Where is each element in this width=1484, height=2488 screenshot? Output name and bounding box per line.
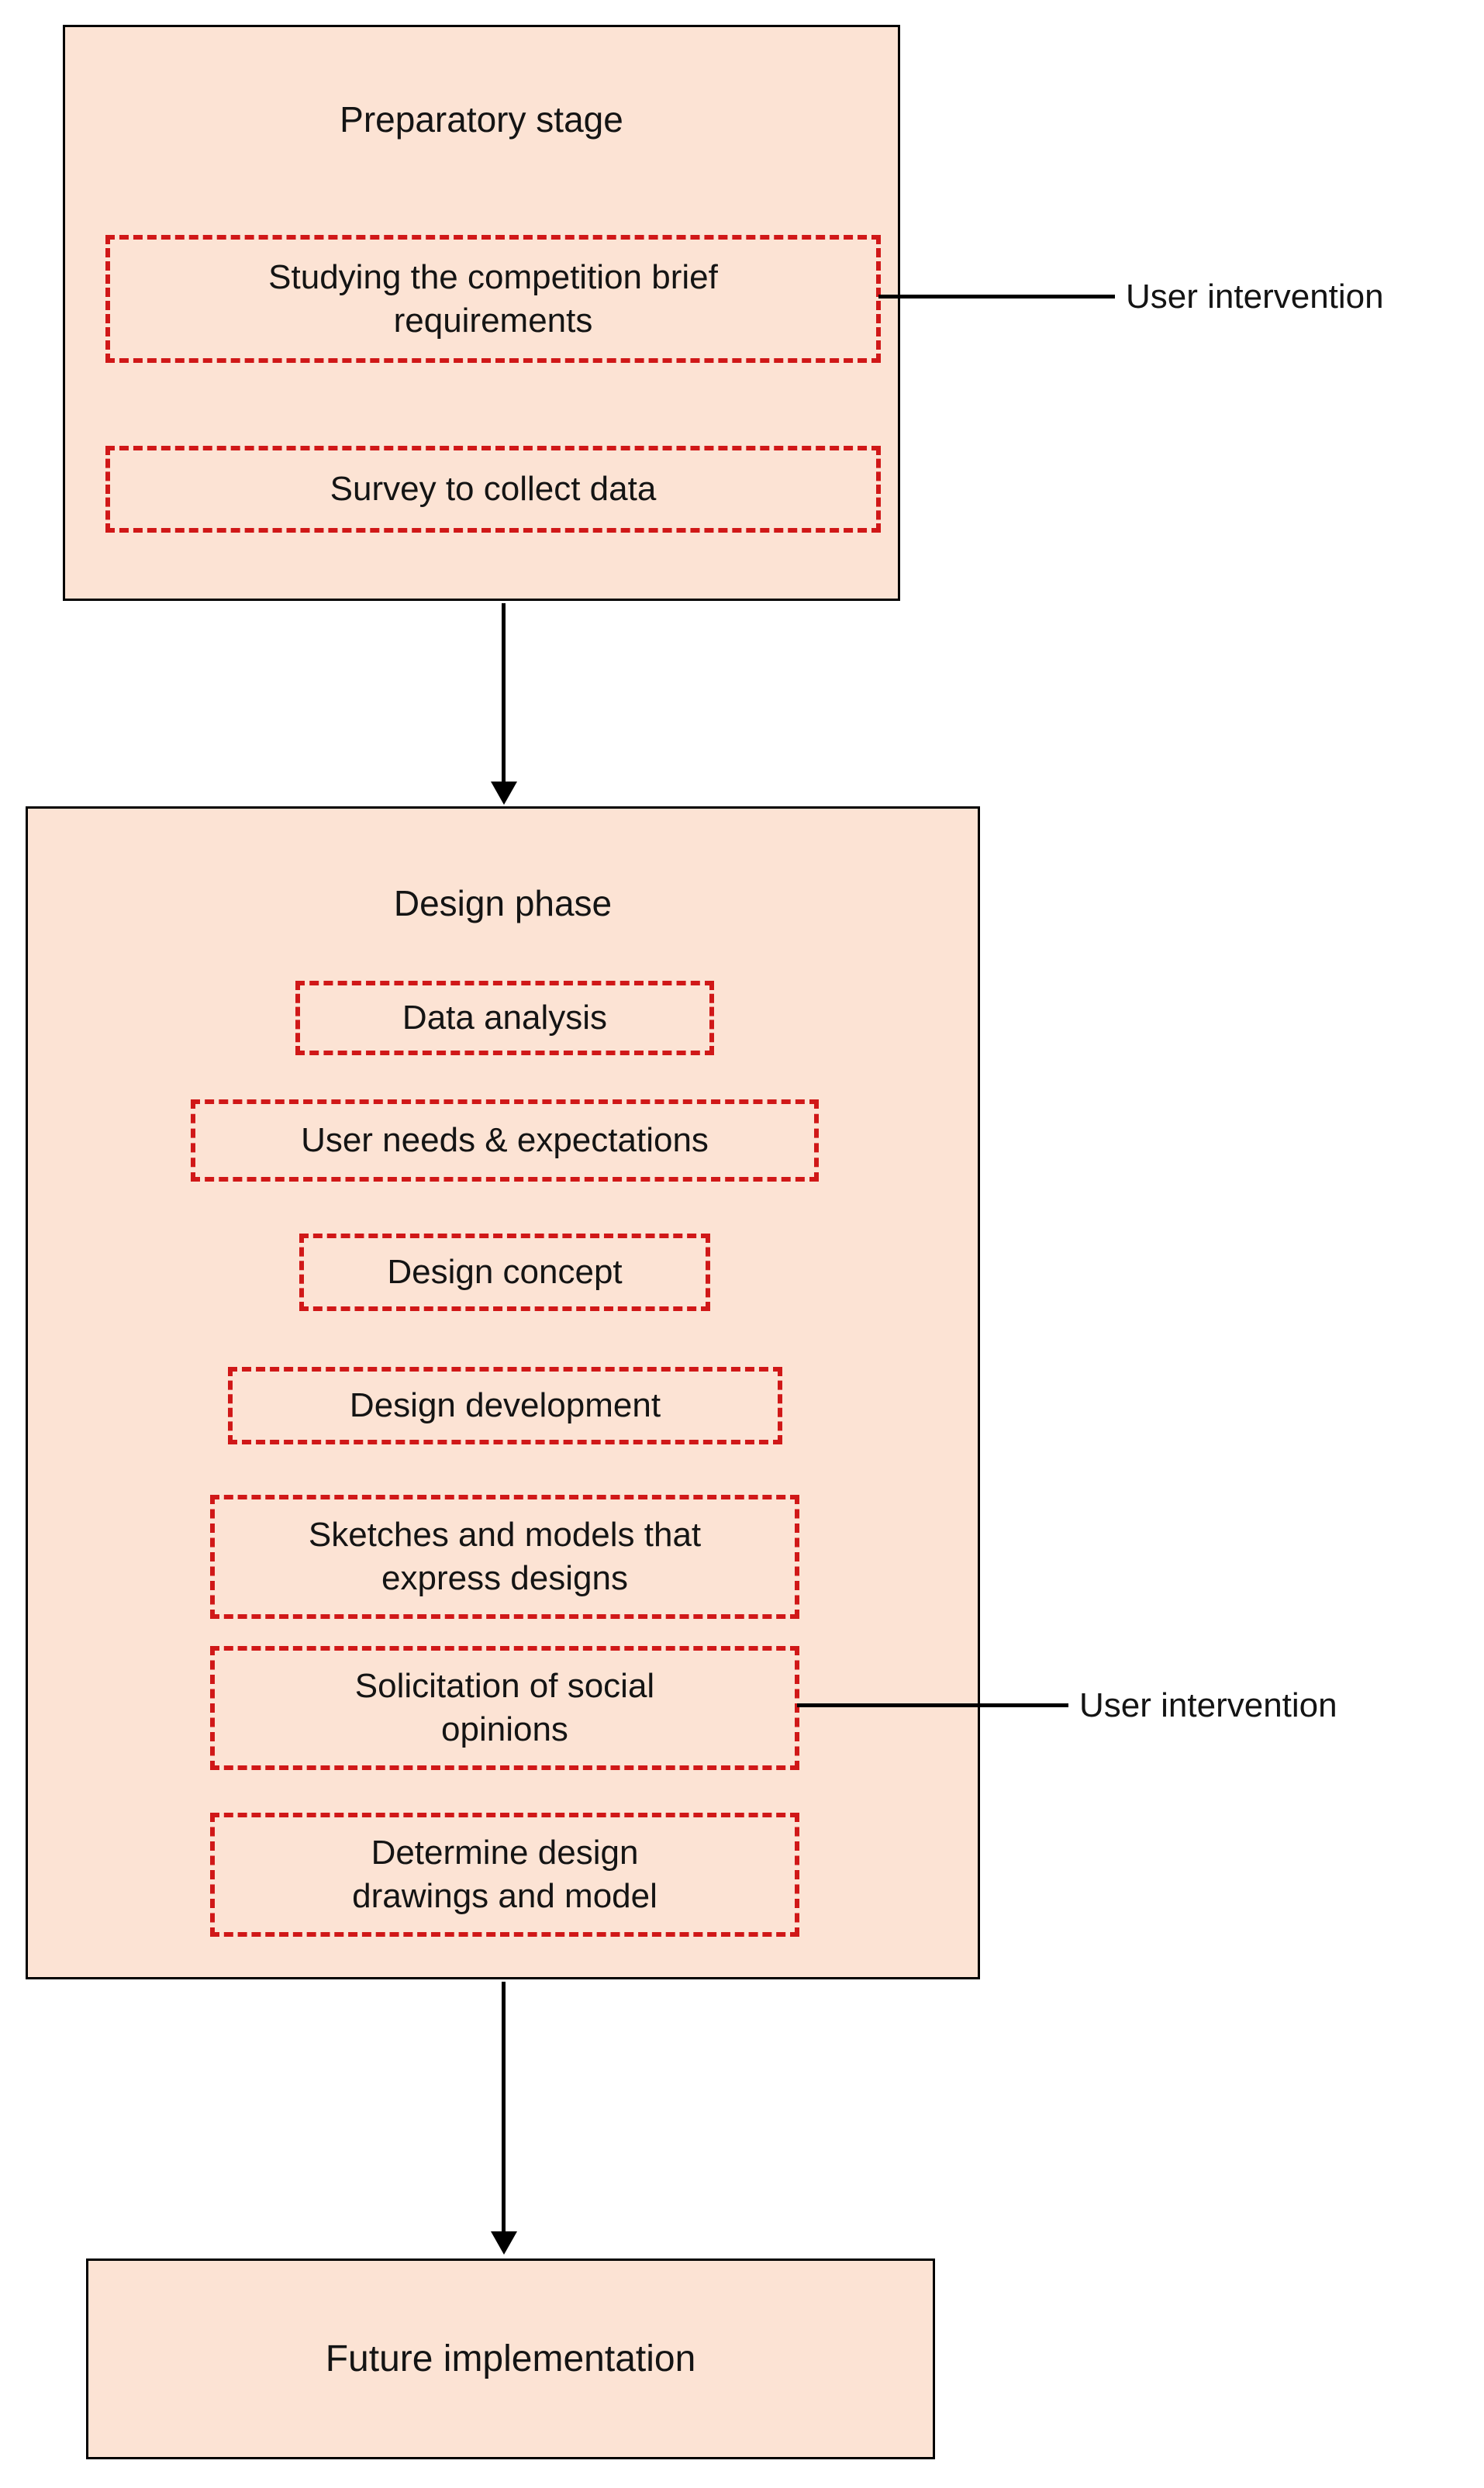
dashed-item-data-analysis: Data analysis: [295, 981, 714, 1055]
dashed-item-label: Studying the competition brief requireme…: [268, 257, 718, 340]
user-intervention-label-bottom: User intervention: [1079, 1686, 1337, 1724]
user-intervention-label-top: User intervention: [1126, 278, 1384, 316]
arrowhead-down-icon: [491, 2231, 517, 2255]
dashed-item-label: Survey to collect data: [330, 470, 657, 508]
dashed-item-sketches-models: Sketches and models that express designs: [210, 1495, 799, 1619]
stage-box-preparatory: Preparatory stage Studying the competiti…: [63, 25, 900, 601]
dashed-item-user-needs: User needs & expectations: [191, 1099, 819, 1182]
dashed-item-label: Design concept: [387, 1253, 623, 1291]
stage-title-preparatory: Preparatory stage: [340, 99, 623, 140]
dashed-item-determine-drawings: Determine design drawings and model: [210, 1813, 799, 1937]
dashed-item-label: User needs & expectations: [301, 1121, 709, 1159]
stage-box-future: Future implementation: [86, 2259, 935, 2459]
dashed-item-label: Sketches and models that express designs: [308, 1516, 702, 1597]
dashed-item-design-development: Design development: [228, 1367, 782, 1444]
stage-box-design: Design phase Data analysis User needs & …: [26, 806, 980, 1979]
connector-line-bottom: [797, 1703, 1068, 1707]
dashed-item-label: Determine design drawings and model: [352, 1834, 657, 1915]
flow-arrow-2-line: [502, 1982, 506, 2231]
flow-arrow-1-line: [502, 603, 506, 783]
dashed-item-label: Design development: [349, 1386, 661, 1424]
stage-title-design: Design phase: [393, 883, 613, 923]
stage-title-future: Future implementation: [325, 2338, 696, 2379]
arrowhead-down-icon: [491, 782, 517, 805]
dashed-item-design-concept: Design concept: [299, 1234, 710, 1311]
connector-line-top: [878, 295, 1115, 298]
dashed-item-label: Data analysis: [402, 999, 608, 1037]
dashed-item-label: Solicitation of social opinions: [354, 1667, 655, 1748]
dashed-item-survey: Survey to collect data: [105, 446, 881, 533]
dashed-item-solicitation-opinions: Solicitation of social opinions: [210, 1646, 799, 1770]
dashed-item-studying-brief: Studying the competition brief requireme…: [105, 235, 881, 363]
